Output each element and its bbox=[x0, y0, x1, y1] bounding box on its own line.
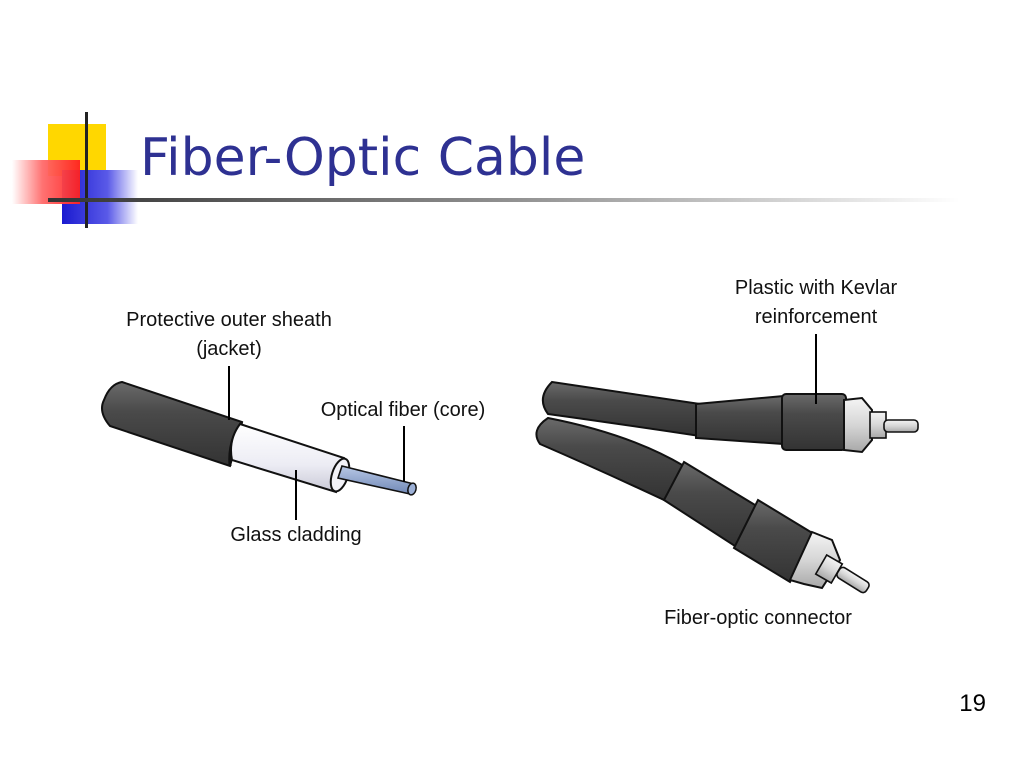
lower-connector-cable bbox=[535, 416, 870, 594]
upper-connector-cable bbox=[541, 380, 919, 454]
slide-title: Fiber-Optic Cable bbox=[140, 128, 586, 188]
lower-connector-body bbox=[732, 498, 816, 584]
optical-fiber-core-shape bbox=[336, 465, 416, 495]
upper-cable-jacket bbox=[541, 380, 701, 438]
vertical-rule bbox=[85, 112, 88, 228]
label-kevlar-line1: Plastic with Kevlar bbox=[734, 277, 898, 299]
label-optical-fiber-core: Optical fiber (core) bbox=[320, 399, 486, 421]
label-fiber-optic-connector: Fiber-optic connector bbox=[664, 607, 852, 629]
core-tip bbox=[407, 482, 417, 496]
label-plastic-kevlar: Plastic with Kevlar reinforcement bbox=[704, 274, 928, 332]
upper-boot bbox=[695, 394, 785, 446]
title-underline bbox=[48, 198, 960, 202]
label-sheath-line2: (jacket) bbox=[196, 338, 262, 360]
label-kevlar-line2: reinforcement bbox=[754, 306, 878, 328]
upper-hex-nut bbox=[843, 396, 873, 454]
stripped-cable bbox=[101, 380, 417, 496]
page-number: 19 bbox=[959, 690, 986, 717]
lower-ferrule bbox=[836, 566, 870, 594]
outer-sheath-jacket bbox=[101, 380, 244, 468]
upper-connector-body bbox=[781, 393, 847, 451]
label-glass-cladding: Glass cladding bbox=[230, 524, 362, 546]
upper-ferrule bbox=[883, 419, 919, 433]
label-protective-sheath: Protective outer sheath (jacket) bbox=[104, 306, 354, 364]
label-sheath-line1: Protective outer sheath bbox=[126, 309, 332, 331]
lower-cable-jacket bbox=[535, 416, 686, 502]
glass-cladding-shape bbox=[230, 422, 346, 494]
red-square bbox=[12, 160, 80, 204]
